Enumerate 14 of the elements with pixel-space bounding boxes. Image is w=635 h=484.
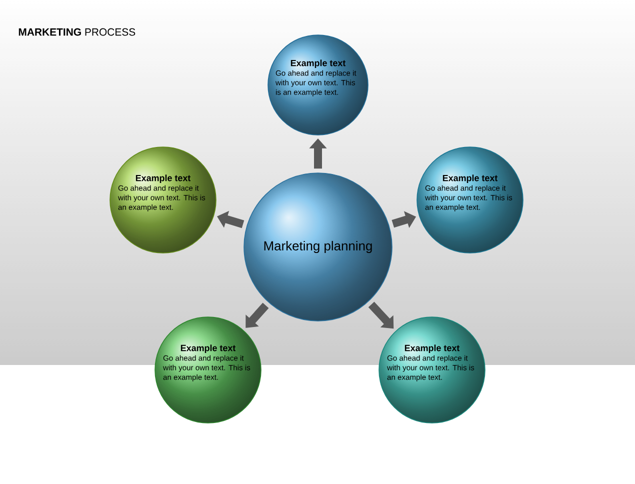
sphere (268, 34, 368, 136)
sphere (154, 316, 262, 424)
heading: Example text (404, 344, 460, 353)
sphere (110, 146, 216, 254)
center-label: Marketing planning (264, 240, 372, 254)
arrow (246, 302, 269, 328)
heading: Example text (290, 60, 346, 68)
sphere (378, 316, 486, 424)
heading: Example text (180, 344, 236, 353)
heading: Example text (136, 174, 191, 183)
sphere (416, 146, 524, 254)
sphere (244, 172, 392, 322)
heading: Example text (442, 174, 498, 183)
title: MARKETING PROCESS (18, 28, 136, 36)
